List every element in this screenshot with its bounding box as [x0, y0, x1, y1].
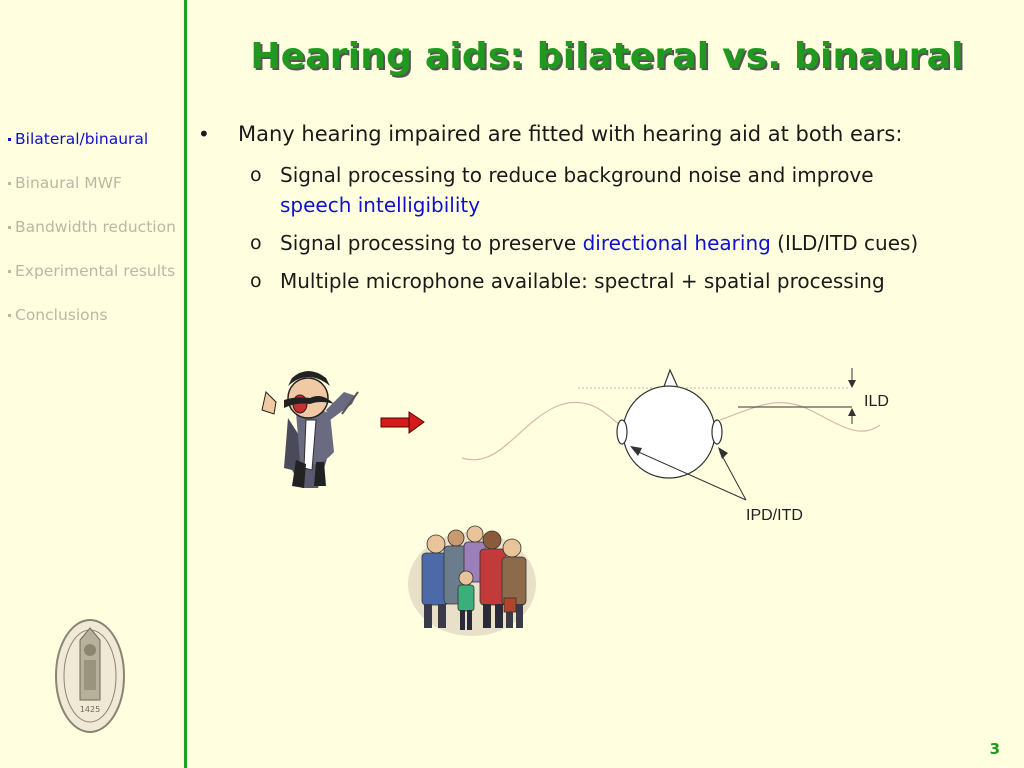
nav-item-label: Experimental results — [15, 262, 176, 280]
bullet-square-icon — [8, 314, 11, 317]
sub-bullet-marker: o — [250, 232, 262, 254]
crowd-people-clipart — [408, 525, 536, 636]
svg-text:1425: 1425 — [80, 705, 100, 714]
shouting-man-clipart — [261, 371, 359, 488]
bullet-list: • Many hearing impaired are fitted with … — [198, 120, 1018, 296]
sub-bullet-marker: o — [250, 164, 262, 186]
ild-label: ILD — [864, 393, 889, 410]
ipd-itd-arrows — [630, 446, 747, 501]
nav-item-label: Bandwidth reduction — [15, 218, 176, 236]
highlight-speech-intelligibility: speech intelligibility — [280, 193, 481, 217]
bullet-square-icon — [8, 138, 11, 141]
bullet-text: Many hearing impaired are fitted with he… — [238, 122, 903, 146]
sub-bullet-text-part: Signal processing to reduce background n… — [280, 163, 874, 187]
nav-item-conclusions[interactable]: Conclusions — [6, 306, 186, 350]
bullet-main: • Many hearing impaired are fitted with … — [198, 120, 1018, 148]
nav-item-bandwidth-reduction[interactable]: Bandwidth reduction — [6, 218, 186, 262]
ild-marker — [738, 368, 856, 424]
bullet-square-icon — [8, 226, 11, 229]
bullet-square-icon — [8, 270, 11, 273]
nav-item-bilateral-binaural[interactable]: Bilateral/binaural — [6, 130, 186, 174]
highlight-directional-hearing: directional hearing — [582, 231, 771, 255]
red-arrow-icon — [380, 411, 425, 434]
sub-bullet-text-part: Signal processing to preserve — [280, 231, 583, 255]
head-diagram — [616, 368, 723, 479]
sound-wave-1 — [461, 401, 641, 461]
sub-bullet-3: o Multiple microphone available: spectra… — [250, 266, 1018, 296]
nav-item-label: Binaural MWF — [15, 174, 122, 192]
bullet-dot-icon: • — [198, 122, 210, 146]
slide-title: Hearing aids: bilateral vs. binaural — [250, 36, 964, 77]
page-number: 3 — [989, 740, 1000, 758]
nav-item-label: Bilateral/binaural — [15, 130, 149, 148]
section-nav: Bilateral/binaural Binaural MWF Bandwidt… — [6, 130, 186, 350]
sub-bullet-text: Multiple microphone available: spectral … — [280, 269, 885, 293]
bullet-square-icon — [8, 182, 11, 185]
sound-wave-2 — [719, 402, 881, 432]
nav-item-label: Conclusions — [15, 306, 108, 324]
sidebar-divider — [184, 0, 187, 768]
nav-item-experimental-results[interactable]: Experimental results — [6, 262, 186, 306]
ipd-itd-label: IPD/ITD — [746, 507, 803, 524]
sub-bullet-text: Signal processing to reduce background n… — [280, 160, 874, 220]
university-seal-logo: 1425 — [55, 619, 125, 733]
sub-bullet-1: o Signal processing to reduce background… — [250, 160, 1018, 220]
sub-bullet-2: o Signal processing to preserve directio… — [250, 228, 1018, 258]
sub-bullet-marker: o — [250, 270, 262, 292]
nav-item-binaural-mwf[interactable]: Binaural MWF — [6, 174, 186, 218]
sub-bullet-text: Signal processing to preserve directiona… — [280, 228, 918, 258]
sub-bullet-text-part: (ILD/ITD cues) — [770, 231, 919, 255]
